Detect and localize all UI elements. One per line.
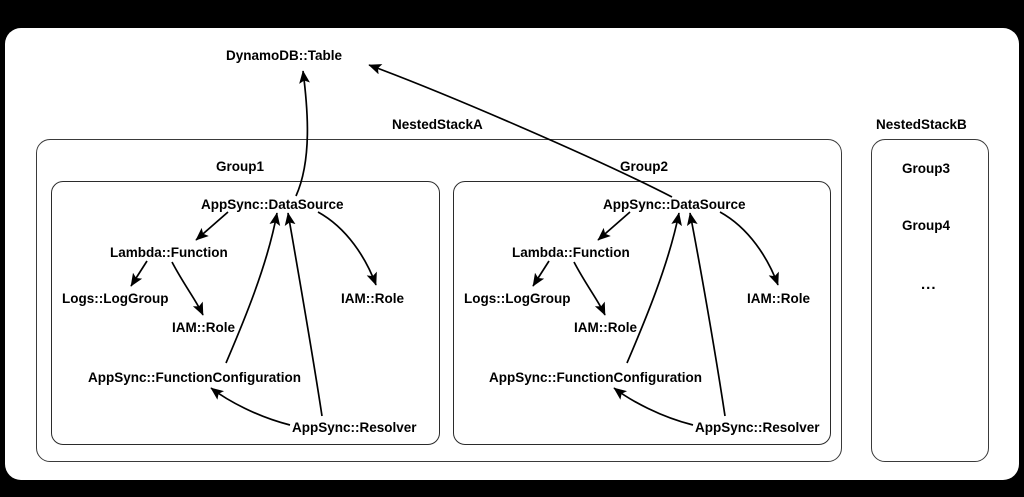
group1-node-appsync-datasource: AppSync::DataSource [201,197,344,212]
group3-label: Group3 [902,161,951,176]
group1-node-appsync-functionconfiguration: AppSync::FunctionConfiguration [88,370,301,385]
group4-label: Group4 [902,218,951,233]
group-ellipsis-label: ... [921,276,937,293]
group1-node-iam-role-lambda: IAM::Role [172,320,235,335]
group2-node-lambda-function: Lambda::Function [512,245,630,260]
group2-node-iam-role-lambda: IAM::Role [574,320,637,335]
group1-node-lambda-function: Lambda::Function [110,245,228,260]
group1-node-logs-loggroup: Logs::LogGroup [62,291,169,306]
group1-node-iam-role-datasource: IAM::Role [341,291,404,306]
group1-node-appsync-resolver: AppSync::Resolver [292,420,417,435]
node-dynamodb-table: DynamoDB::Table [226,48,343,63]
group2-node-appsync-functionconfiguration: AppSync::FunctionConfiguration [489,370,702,385]
group2-label: Group2 [620,159,669,174]
group2-node-appsync-resolver: AppSync::Resolver [695,420,820,435]
group2-node-appsync-datasource: AppSync::DataSource [603,197,746,212]
group2-node-iam-role-datasource: IAM::Role [747,291,810,306]
nested-stack-b-label: NestedStackB [876,117,967,132]
nested-stack-b-box [871,139,989,462]
group1-box [51,181,440,445]
nested-stack-a-label: NestedStackA [392,117,483,132]
group2-node-logs-loggroup: Logs::LogGroup [464,291,571,306]
group2-box [453,181,831,445]
group1-label: Group1 [216,159,265,174]
